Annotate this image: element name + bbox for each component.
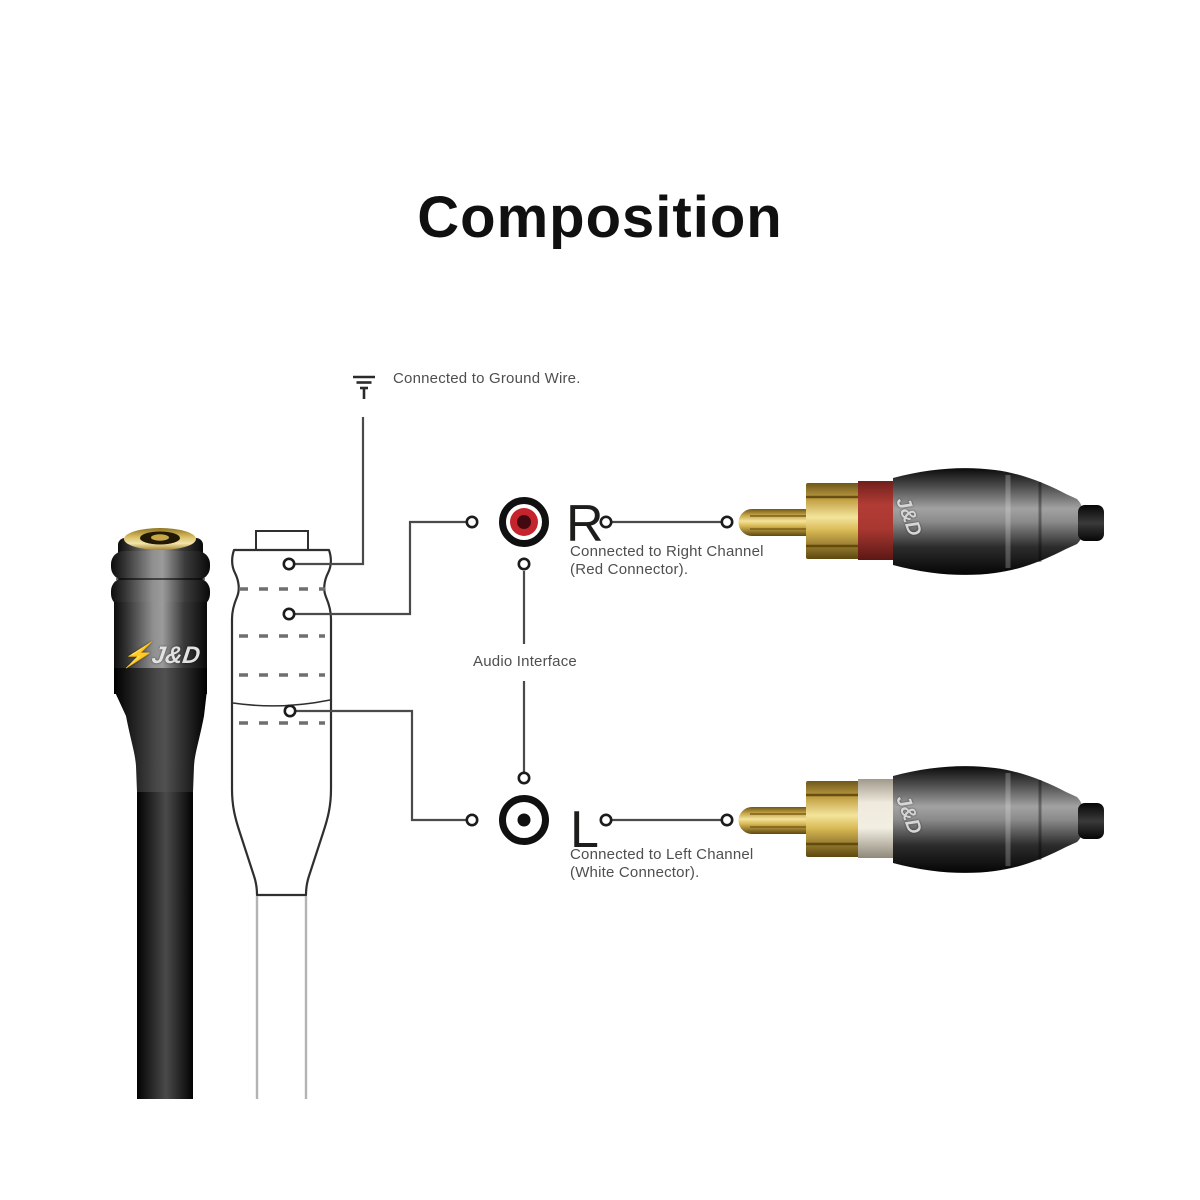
right-channel-line xyxy=(291,520,466,616)
wireframe-port-tab xyxy=(255,530,309,551)
connector-taper xyxy=(114,690,207,792)
caption-line: (Red Connector). xyxy=(570,560,689,578)
rca-plug-red-photo xyxy=(738,468,1104,575)
page-title: Composition xyxy=(417,185,783,250)
brand-logo-connector: ⚡J&D xyxy=(118,641,204,670)
connector-rib-2 xyxy=(111,578,210,607)
connector-wireframe xyxy=(230,530,333,1099)
plug-barrel xyxy=(806,781,860,857)
connector-rib-1 xyxy=(111,551,210,580)
right-channel-caption: Connected to Right Channel (Red Connecto… xyxy=(570,543,764,578)
plug-red-band xyxy=(858,481,895,560)
rca-plug-white-photo xyxy=(738,766,1104,873)
left-channel-line xyxy=(292,709,466,822)
line-node-circles xyxy=(282,515,734,827)
left-channel-letter: L xyxy=(570,801,599,859)
plug-pin xyxy=(738,509,808,536)
connection-lines xyxy=(291,417,721,822)
plug-cable-stub xyxy=(1078,505,1104,541)
connector-body xyxy=(114,602,207,676)
caption-line: (White Connector). xyxy=(570,863,700,881)
aux-female-connector-photo xyxy=(111,528,210,1099)
wireframe-dashed-rows xyxy=(239,587,325,725)
connector-cable xyxy=(137,788,193,1099)
plug-body xyxy=(893,766,1083,873)
plug-white-band xyxy=(858,779,895,858)
caption-line: Connected to Right Channel xyxy=(570,543,764,560)
lightning-bolt-icon: ⚡ xyxy=(120,642,154,669)
audio-interface-label: Audio Interface xyxy=(473,653,577,670)
caption-line: Connected to Left Channel xyxy=(570,846,754,863)
rca-jack-left-icon xyxy=(499,795,549,845)
rca-jack-right-icon xyxy=(499,497,549,547)
ground-icon xyxy=(353,375,375,399)
ground-wire-line xyxy=(291,417,365,566)
plug-pin xyxy=(738,807,808,834)
brand-logo-text: J&D xyxy=(150,642,202,669)
plug-cable-stub xyxy=(1078,803,1104,839)
left-channel-caption: Connected to Left Channel (White Connect… xyxy=(570,846,753,881)
right-channel-letter: R xyxy=(566,495,604,553)
plug-barrel xyxy=(806,483,860,559)
ground-label: Connected to Ground Wire. xyxy=(393,370,581,387)
plug-body xyxy=(893,468,1083,575)
